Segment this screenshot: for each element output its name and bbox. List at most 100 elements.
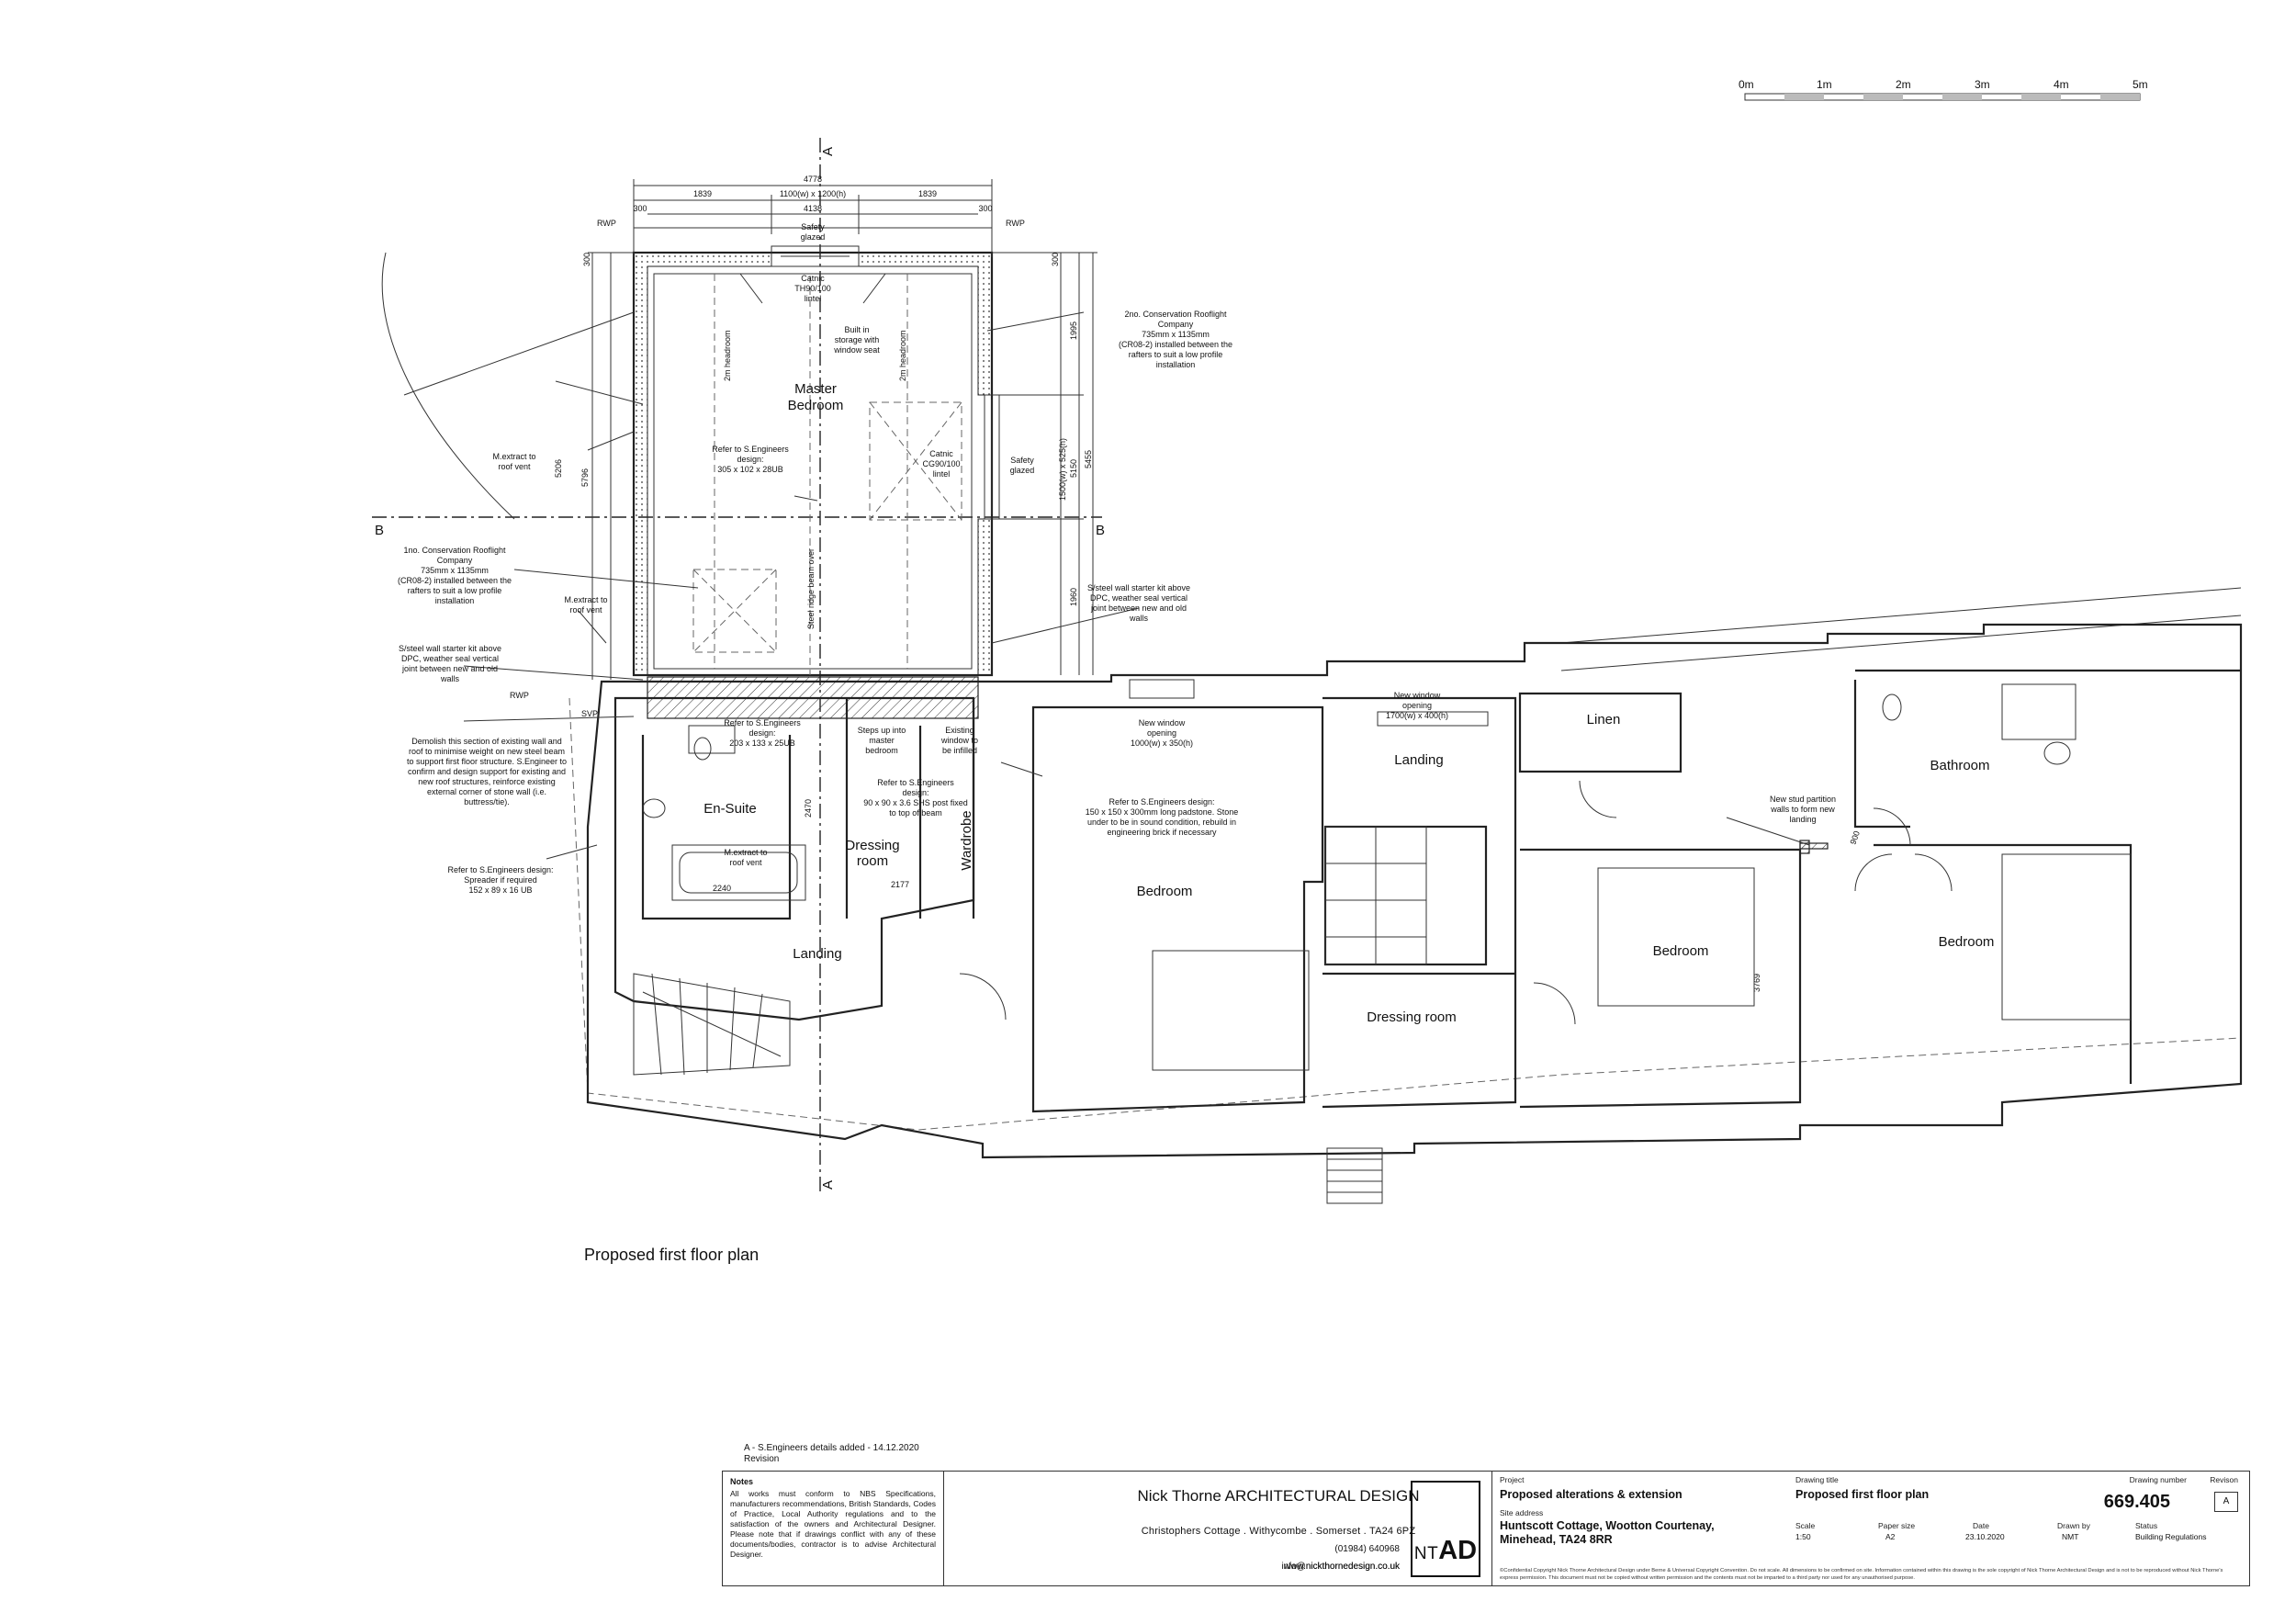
- section-mark-a-top: A: [820, 147, 836, 156]
- site-address-line2: Minehead, TA24 8RR: [1500, 1533, 1613, 1546]
- dim-right-2: 5150: [1069, 459, 1078, 478]
- room-linen: Linen: [1587, 712, 1621, 727]
- label-stud-partition-2: walls to form new: [1770, 805, 1835, 814]
- label-rooflight-2-c: 735mm x 1135mm: [1142, 330, 1210, 339]
- room-en-suite: En-Suite: [703, 801, 757, 817]
- dim-overall: 4778: [804, 175, 822, 184]
- drawing-info-panel: Project Proposed alterations & extension…: [1492, 1472, 2249, 1585]
- room-bedroom-right: Bedroom: [1939, 934, 1995, 950]
- project-label: Project: [1500, 1475, 1525, 1484]
- label-starter-kit-right-a: S/steel wall starter kit above: [1087, 583, 1190, 592]
- dim-right-window: 1500(w) x 525(h): [1058, 438, 1067, 501]
- label-rooflight-1-f: installation: [435, 596, 475, 605]
- drawn-by-value: NMT: [2062, 1532, 2079, 1541]
- dim-dressing-w: 2177: [891, 880, 909, 889]
- dim-left-2: 5796: [580, 468, 590, 487]
- label-rooflight-2-a: 2no. Conservation Rooflight: [1124, 310, 1227, 319]
- logo-text: NTAD: [1412, 1536, 1479, 1566]
- dim-door-w: 900: [1848, 829, 1862, 846]
- dim-left-top: 300: [582, 253, 591, 266]
- drawing-title-label: Drawing title: [1795, 1475, 1839, 1484]
- scale-bar: 0m 1m 2m 3m 4m 5m: [1739, 78, 2148, 101]
- logo-ad: AD: [1438, 1536, 1478, 1565]
- label-storage-1: Built in: [844, 325, 869, 334]
- company-website[interactable]: www.nickthornedesign.co.uk: [1284, 1562, 1401, 1572]
- label-m-extract-3b: roof vent: [729, 858, 762, 867]
- section-mark-b-right: B: [1096, 523, 1105, 538]
- label-starter-kit-left-c: joint between new and old: [401, 664, 498, 673]
- label-refer-203-1: Refer to S.Engineers: [724, 718, 801, 727]
- label-m-extract-2a: M.extract to: [564, 595, 607, 604]
- site-address-label: Site address: [1500, 1508, 1544, 1517]
- room-master-bedroom-1: Master: [794, 381, 837, 397]
- label-new-window-2-b: opening: [1402, 701, 1432, 710]
- label-svp: SVP: [581, 709, 598, 718]
- label-headroom-1: 2m headroom: [723, 330, 732, 381]
- label-demolish-5: new roof structures, reinforce existing: [418, 777, 556, 786]
- label-starter-kit-right-c: joint between new and old: [1090, 603, 1187, 613]
- label-demolish-4: confirm and design support for existing …: [408, 767, 566, 776]
- company-logo: NTAD: [1411, 1481, 1480, 1577]
- notes-text: All works must conform to NBS Specificat…: [730, 1489, 936, 1559]
- label-starter-kit-left-d: walls: [440, 674, 460, 683]
- label-m-extract-1b: roof vent: [498, 462, 531, 471]
- revision-entry: A - S.Engineers details added - 14.12.20…: [744, 1443, 919, 1453]
- label-rooflight-1-b: Company: [437, 556, 473, 565]
- scale-label: Scale: [1795, 1521, 1816, 1530]
- label-storage-2: storage with: [835, 335, 880, 344]
- dim-bath-len: 2240: [713, 884, 731, 893]
- company-email[interactable]: info@nickthornedesign.co.uk: [1281, 1562, 1400, 1572]
- section-mark-b-left: B: [375, 523, 384, 538]
- label-demolish-7: buttress/tie).: [464, 797, 510, 806]
- dim-right-seg: 1839: [918, 189, 937, 198]
- label-safety-glazed-right-2: glazed: [1010, 466, 1035, 475]
- room-master-bedroom-2: Bedroom: [788, 398, 844, 413]
- dim-inner: 4138: [804, 204, 822, 213]
- label-rwp-2: RWP: [1006, 219, 1025, 228]
- dim-right-1: 1995: [1069, 321, 1078, 340]
- title-block: Notes All works must conform to NBS Spec…: [722, 1471, 2250, 1586]
- revision-value-box: A: [2214, 1492, 2238, 1512]
- revision-label-tb: Revison: [2210, 1475, 2238, 1484]
- dim-right-3: 5455: [1084, 450, 1093, 468]
- scale-label-1: 1m: [1817, 78, 1832, 91]
- label-refer-beam-3: 305 x 102 x 28UB: [717, 465, 783, 474]
- label-refer-post-3: 90 x 90 x 3.6 SHS post fixed: [863, 798, 968, 807]
- label-demolish-2: roof to minimise weight on new steel bea…: [409, 747, 565, 756]
- annotations: RWP RWP RWP SVP Safety glazed Catnic TH9…: [398, 219, 1836, 895]
- status-label: Status: [2135, 1521, 2158, 1530]
- dim-wall-right: 300: [978, 204, 992, 213]
- label-existing-window-3: be infilled: [942, 746, 977, 755]
- label-m-extract-1a: M.extract to: [492, 452, 535, 461]
- paper-size-label: Paper size: [1878, 1521, 1916, 1530]
- date-value: 23.10.2020: [1965, 1532, 2005, 1541]
- label-new-window-1-c: 1000(w) x 350(h): [1131, 739, 1193, 748]
- label-existing-window-2: window to: [940, 736, 978, 745]
- label-m-extract-3a: M.extract to: [724, 848, 767, 857]
- label-demolish-3: to support first floor structure. S.Engi…: [407, 757, 567, 766]
- scale-label-2: 2m: [1896, 78, 1911, 91]
- label-rooflight-2-b: Company: [1158, 320, 1194, 329]
- label-catnic-right-2: CG90/100: [922, 459, 960, 468]
- label-new-window-1-b: opening: [1147, 728, 1176, 738]
- label-refer-post-1: Refer to S.Engineers: [877, 778, 954, 787]
- status-value: Building Regulations: [2135, 1532, 2207, 1541]
- drawing-number-label: Drawing number: [2129, 1475, 2187, 1484]
- paper-size-value: A2: [1885, 1532, 1896, 1541]
- room-bedroom-center: Bedroom: [1137, 884, 1193, 899]
- label-refer-beam-2: design:: [737, 455, 763, 464]
- label-spreader-1: Refer to S.Engineers design:: [447, 865, 553, 874]
- label-steel-ridge: Steel ridge beam over: [806, 548, 816, 629]
- label-starter-kit-left-b: DPC, weather seal vertical: [401, 654, 499, 663]
- company-name: Nick Thorne ARCHITECTURAL DESIGN: [1137, 1487, 1420, 1505]
- logo-nt: NT: [1413, 1544, 1439, 1563]
- label-existing-window-1: Existing: [945, 726, 974, 735]
- label-rooflight-2-d: (CR08-2) installed between the: [1119, 340, 1232, 349]
- dim-window-size: 1100(w) x 1200(h): [780, 189, 846, 198]
- revision-block: A - S.Engineers details added - 14.12.20…: [744, 1443, 1019, 1465]
- leader-lines: [463, 311, 1810, 860]
- dim-wall-left: 300: [633, 204, 647, 213]
- label-storage-3: window seat: [833, 345, 880, 355]
- stairs-and-fixtures: [633, 679, 2132, 1204]
